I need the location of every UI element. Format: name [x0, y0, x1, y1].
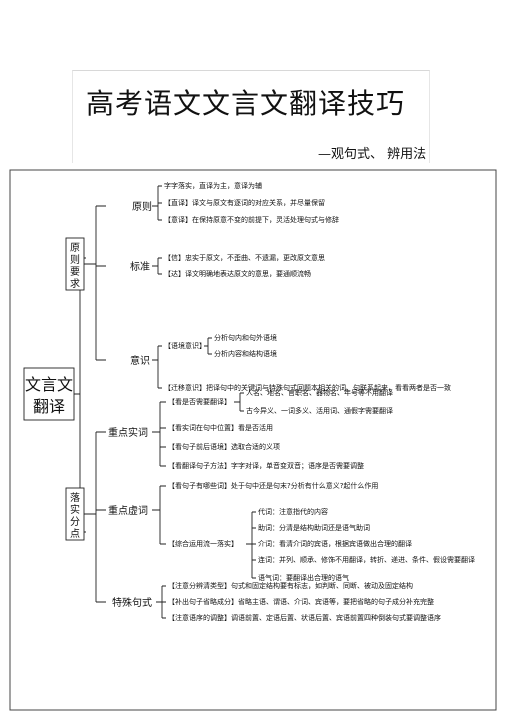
diagram-frame: [9, 169, 497, 711]
shici-bracket: [152, 401, 166, 467]
fanyi-item-1: 人名、地名、官职名、器物名、年号等不用翻译: [246, 388, 393, 397]
group-label-1-char-2: 则: [70, 253, 80, 266]
shici-item-3: 【看翻译句子方法】字字对译，单音变双音；语序是否需要调整: [168, 461, 364, 470]
zonghe-item-3: 介词：看清介词的宾语，根据宾语做出合理的翻译: [258, 539, 412, 548]
yuanze-item-2: 【直译】译文与原文有逐词的对应关系，并尽量保留: [164, 198, 325, 207]
yujing-item-1: 分析句内和句外语境: [214, 333, 277, 342]
biaozhun-bracket: [152, 257, 162, 275]
yuanze-item-3: 【意译】在保持原意不变的前提下，灵活处理句式与修辞: [164, 215, 339, 224]
biaozhun-item-1: 【信】忠实于原文，不歪曲、不遗漏，更改原文意思: [164, 253, 325, 262]
group-label-2-char-1: 落: [70, 492, 80, 504]
zonghe-item-5: 语气词：要翻译出合理的语气: [258, 573, 349, 582]
group-label-2-char-2: 实: [70, 503, 80, 516]
shici-item-2: 【看句子前后语境】选取合适的义项: [168, 442, 280, 451]
yishi-yujing-label: 【语境意识】: [164, 341, 206, 350]
group-label-1-char-1: 原: [70, 242, 80, 254]
node-teshu: 特殊句式: [112, 596, 152, 609]
teshu-item-2: 【补出句子省略成分】省略主语、谓语、介词、宾语等，要把省略的句子成分补充完整: [168, 597, 434, 606]
root-node-box: [23, 367, 75, 421]
xuci-first: 【看句子有哪些词】处于句中还是句末?分析有什么意义?起什么作用: [168, 481, 378, 490]
yuanze-item-1: 字字落实，直译为主，意译为辅: [164, 181, 262, 190]
group-label-1-char-4: 求: [70, 278, 80, 290]
zonghe-item-2: 助词：分清是结构助词还是语气助词: [258, 523, 370, 532]
group-label-2-char-4: 点: [70, 528, 80, 540]
biaozhun-item-2: 【达】译文明确地表达原文的意思，要通顺流畅: [164, 269, 311, 278]
shici-fanyi-label: 【看是否需要翻译】: [168, 397, 231, 406]
mind-map-diagram: 文言文 翻译 原 则 要 求 落 实 分 点 原则 字字落实，直译为主，意译为辅…: [9, 169, 497, 711]
zonghe-item-4: 连词：并列、顺承、修饰不用翻译，转折、递进、条件、假设需要翻译: [258, 555, 475, 564]
root-connector: [74, 257, 86, 533]
teshu-item-3: 【注意语序的调整】调语前置、定语后置、状语后置、宾语前置四种倒装句式要调整语序: [168, 613, 441, 622]
group-label-1-char-3: 要: [70, 266, 80, 278]
node-yuanze: 原则: [132, 200, 152, 213]
yishi-bracket: [152, 345, 162, 389]
node-biaozhun: 标准: [130, 261, 150, 273]
yujing-bracket: [204, 337, 212, 355]
zonghe-bracket: [246, 511, 256, 579]
zonghe-item-1: 代词：注意指代的内容: [258, 507, 328, 516]
root-node-line1: 文言文: [25, 375, 73, 394]
page-title: 高考语文文言文翻译技巧: [86, 87, 406, 120]
shici-item-1: 【看实词在句中位置】看是否活用: [168, 423, 273, 432]
yuanze-bracket: [152, 185, 162, 221]
page-subtitle: —观句式、 辨用法: [318, 147, 427, 162]
group-2-connector: [84, 431, 106, 603]
group-label-2-char-3: 分: [70, 516, 80, 528]
yishi-qianyi: 【迁移意识】把译句中的关键词与特殊句式回题本相关的词、句联系起来，看看两者是否一…: [164, 383, 451, 392]
root-node-line2: 翻译: [33, 397, 65, 416]
node-shici: 重点实词: [108, 426, 148, 439]
group-1-connector: [84, 205, 106, 361]
fanyi-item-2: 古今异义、一词多义、活用词、通假字需要翻译: [246, 406, 393, 415]
xuci-bracket: [152, 485, 166, 545]
teshu-item-1: 【注意分辨清类型】句式和固定结构要有标志，如判断、同断、被动及固定结构: [168, 581, 413, 590]
yujing-item-2: 分析内容和结构语境: [214, 349, 277, 358]
node-xuci: 重点虚词: [108, 504, 148, 517]
xuci-zonghe-label: 【综合运用流一落实】: [168, 539, 238, 548]
fanyi-bracket: [234, 392, 244, 412]
title-frame: [72, 70, 430, 163]
teshu-bracket: [156, 585, 166, 619]
node-yishi: 意识: [130, 354, 150, 367]
